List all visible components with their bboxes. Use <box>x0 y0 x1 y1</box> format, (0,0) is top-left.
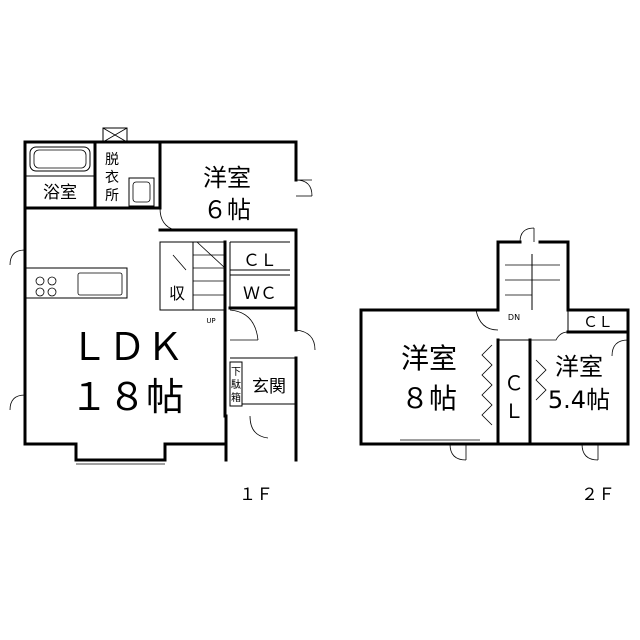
washbasin <box>128 177 155 207</box>
bath-label: 浴室 <box>43 183 77 203</box>
shoebox <box>229 361 243 407</box>
floor-1-label: １Ｆ <box>239 485 273 505</box>
dressing-label-2: 衣 <box>105 170 119 186</box>
stair-down-mark: DN <box>508 313 520 322</box>
western-6-name: 洋室 <box>203 164 251 192</box>
kitchen-counter <box>24 267 128 299</box>
floor-2-plan: DN ＣＬ 洋室 ８帖 Ｃ Ｌ 洋室 5.4帖 ２Ｆ <box>359 227 630 505</box>
shoebox-label-3: 箱 <box>231 391 241 404</box>
floor-2-label: ２Ｆ <box>581 485 615 505</box>
western-54-size: 5.4帖 <box>548 386 610 414</box>
shoebox-label-2: 駄 <box>231 378 241 391</box>
western-8-name: 洋室 <box>401 342 457 375</box>
western-8-size: ８帖 <box>401 382 457 415</box>
stair-up-mark: UP <box>206 317 215 325</box>
toilet-label: ＷＣ <box>243 284 277 304</box>
closet-top-label: ＣＬ <box>583 313 613 331</box>
bathtub <box>29 146 91 172</box>
closet-mid-label-2: Ｌ <box>504 399 524 423</box>
vent <box>102 127 128 143</box>
dressing-label-3: 所 <box>105 188 119 204</box>
dressing-label-1: 脱 <box>105 152 119 168</box>
closet-mid-label-1: Ｃ <box>504 371 524 395</box>
ldk-name: ＬＤＫ <box>70 325 184 369</box>
western-54-name: 洋室 <box>555 353 603 381</box>
closet-label: ＣＬ <box>243 251 277 271</box>
floor-1-outer-wall <box>23 140 228 462</box>
ldk-size: １８帖 <box>70 375 184 419</box>
western-6-size: ６帖 <box>203 196 251 224</box>
storage-label: 収 <box>169 284 185 303</box>
entrance-label: 玄関 <box>252 377 286 397</box>
floor-1-plan: 浴室 脱 衣 所 洋室 ６帖 ＣＬ 収 ＷＣ UP ＬＤＫ １８帖 下 駄 箱 … <box>9 127 316 505</box>
shoebox-label-1: 下 <box>231 367 241 378</box>
